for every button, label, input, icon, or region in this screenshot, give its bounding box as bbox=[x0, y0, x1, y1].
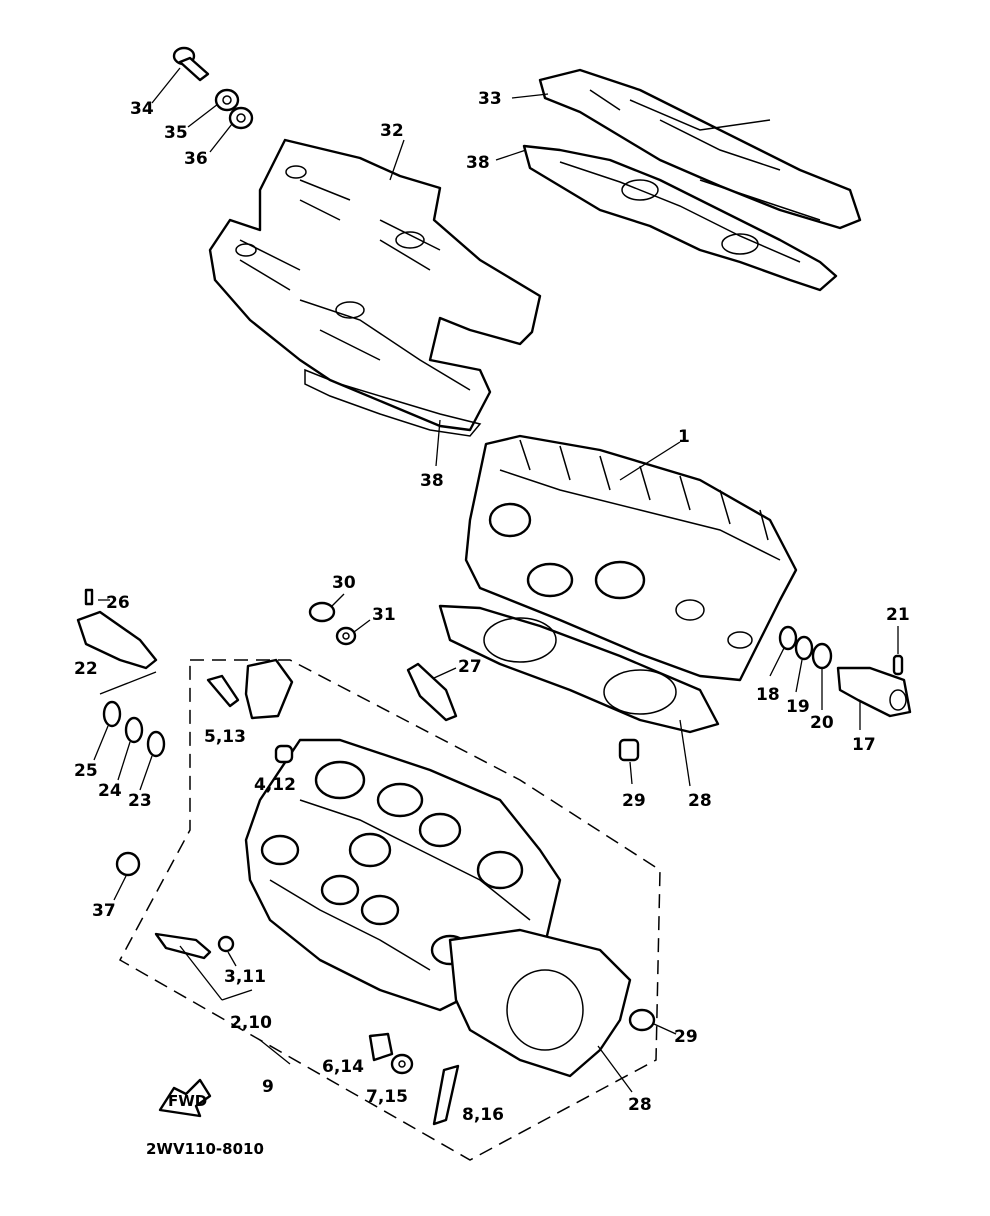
callout-22: 22 bbox=[74, 659, 98, 679]
callout-20: 20 bbox=[810, 713, 834, 733]
callout-17: 17 bbox=[852, 735, 876, 755]
callout-32: 32 bbox=[380, 121, 404, 141]
cylinder-head-1 bbox=[464, 434, 798, 682]
rocker-cover-part bbox=[244, 658, 294, 720]
spark-plug-27 bbox=[406, 662, 458, 722]
callout-26: 26 bbox=[106, 593, 130, 613]
plug-21 bbox=[892, 654, 904, 676]
head-cover-32 bbox=[208, 138, 542, 432]
washer-31 bbox=[335, 626, 357, 646]
o-ring-18 bbox=[778, 625, 798, 651]
gasket-28-lower bbox=[448, 928, 632, 1078]
callout-2-10: 2,10 bbox=[230, 1013, 272, 1033]
cap-4-12 bbox=[274, 744, 294, 764]
callout-38-upper: 38 bbox=[466, 153, 490, 173]
callout-19: 19 bbox=[786, 697, 810, 717]
callout-29-upper: 29 bbox=[622, 791, 646, 811]
callout-4-12: 4,12 bbox=[254, 775, 296, 795]
callout-7-15: 7,15 bbox=[366, 1087, 408, 1107]
callout-36: 36 bbox=[184, 149, 208, 169]
washer-35 bbox=[214, 88, 240, 112]
callout-24: 24 bbox=[98, 781, 122, 801]
callout-6-14: 6,14 bbox=[322, 1057, 364, 1077]
ball-37 bbox=[115, 851, 141, 877]
assembly-frame-9 bbox=[118, 659, 661, 1161]
callout-28-upper: 28 bbox=[688, 791, 712, 811]
callout-31: 31 bbox=[372, 605, 396, 625]
gasket-38-lower bbox=[304, 368, 482, 437]
callout-28-lower: 28 bbox=[628, 1095, 652, 1115]
o-ring-20 bbox=[811, 642, 833, 670]
diagram-code: 2WV110-8010 bbox=[146, 1140, 264, 1158]
head-cover-33 bbox=[538, 68, 862, 230]
washer-36 bbox=[228, 106, 254, 130]
o-ring-25 bbox=[102, 700, 122, 728]
callout-18: 18 bbox=[756, 685, 780, 705]
guide-2-10 bbox=[154, 932, 212, 960]
callout-23: 23 bbox=[128, 791, 152, 811]
gasket-38-upper bbox=[522, 144, 838, 292]
callout-8-16: 8,16 bbox=[462, 1105, 504, 1125]
union-22 bbox=[76, 610, 158, 670]
callout-34: 34 bbox=[130, 99, 154, 119]
fwd-label: FWD bbox=[168, 1092, 207, 1110]
callout-3-11: 3,11 bbox=[224, 967, 266, 987]
callout-38-lower: 38 bbox=[420, 471, 444, 491]
callout-25: 25 bbox=[74, 761, 98, 781]
callout-27: 27 bbox=[458, 657, 482, 677]
callout-37: 37 bbox=[92, 901, 116, 921]
cap-30 bbox=[308, 601, 336, 623]
callout-29-lower: 29 bbox=[674, 1027, 698, 1047]
stud-8-16 bbox=[432, 1064, 460, 1126]
stud-bolt-5-13 bbox=[206, 674, 240, 708]
o-ring-23 bbox=[146, 730, 166, 758]
screw-26 bbox=[84, 588, 94, 606]
clip-3-11 bbox=[217, 935, 235, 953]
plug-6-14 bbox=[368, 1032, 394, 1062]
gasket-28-upper bbox=[438, 604, 720, 734]
callout-33: 33 bbox=[478, 89, 502, 109]
callout-9: 9 bbox=[262, 1077, 274, 1097]
forward-arrow-icon: FWD bbox=[158, 1078, 212, 1118]
callout-21: 21 bbox=[886, 605, 910, 625]
bolt-34 bbox=[172, 46, 210, 82]
callout-5-13: 5,13 bbox=[204, 727, 246, 747]
washer-7-15 bbox=[390, 1053, 414, 1075]
callout-30: 30 bbox=[332, 573, 356, 593]
union-17 bbox=[836, 666, 912, 718]
o-ring-19 bbox=[794, 635, 814, 661]
o-ring-24 bbox=[124, 716, 144, 744]
dowel-29-upper bbox=[618, 738, 640, 762]
callout-1: 1 bbox=[678, 427, 690, 447]
dowel-29-lower bbox=[628, 1008, 656, 1032]
callout-35: 35 bbox=[164, 123, 188, 143]
